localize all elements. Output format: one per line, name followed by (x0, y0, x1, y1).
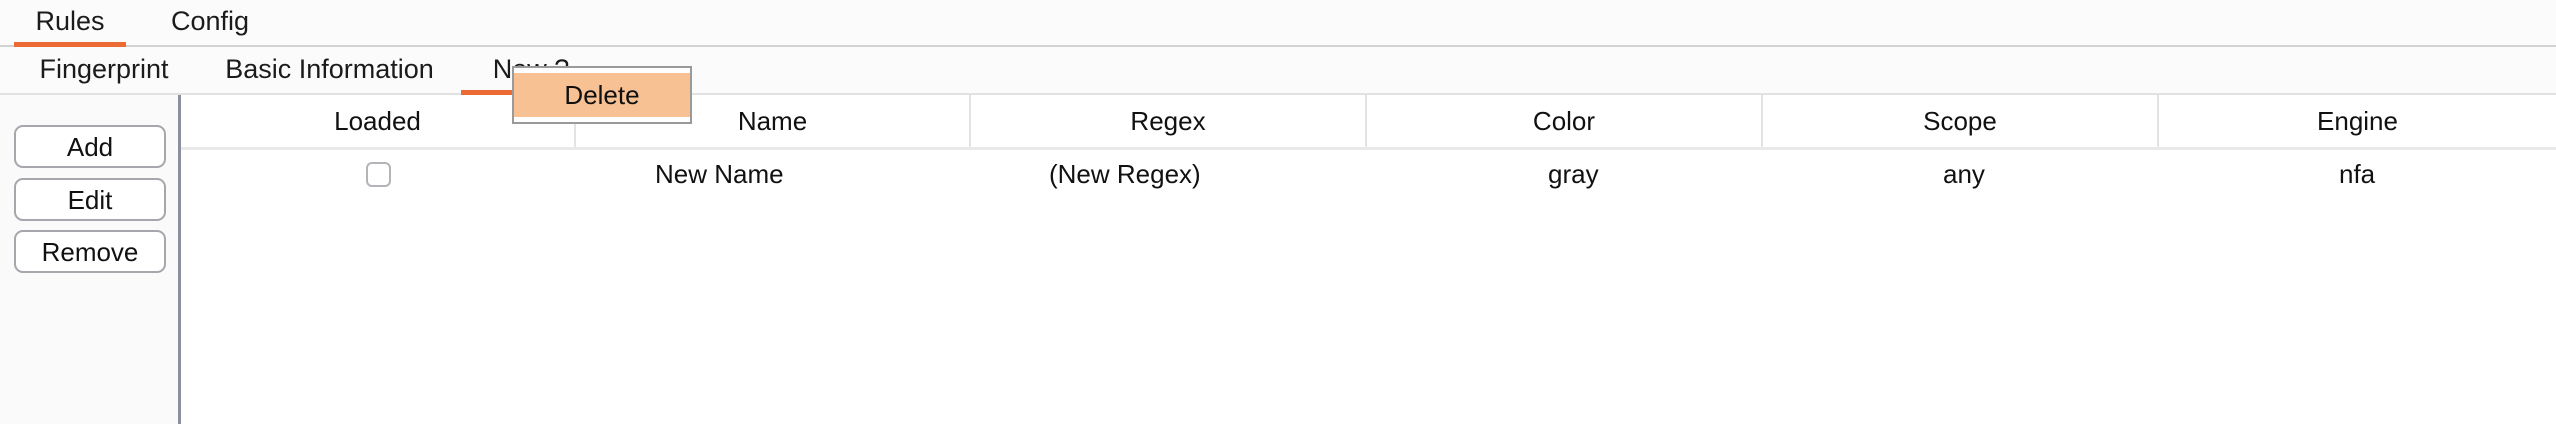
column-header-name[interactable]: Name (576, 95, 971, 147)
edit-button[interactable]: Edit (14, 178, 166, 221)
cell-scope: any (1943, 159, 1985, 189)
cell-engine: nfa (2339, 159, 2376, 189)
remove-button[interactable]: Remove (14, 230, 166, 273)
column-header-color[interactable]: Color (1367, 95, 1763, 147)
cell-loaded (181, 150, 576, 198)
tab-rules[interactable]: Rules (14, 0, 126, 47)
context-menu-item-delete[interactable]: Delete (514, 73, 690, 117)
cell-regex: (New Regex) (1049, 159, 1201, 189)
cell-name: New Name (655, 159, 784, 189)
tab-config[interactable]: Config (170, 6, 250, 36)
add-button[interactable]: Add (14, 125, 166, 168)
rules-table: Loaded Name Regex Color Scope Engine New… (178, 95, 2556, 424)
column-header-scope[interactable]: Scope (1763, 95, 2159, 147)
context-menu: Delete (512, 66, 692, 124)
loaded-checkbox[interactable] (366, 161, 391, 187)
top-tab-bar: Rules Config (0, 0, 2556, 47)
column-header-engine[interactable]: Engine (2317, 106, 2398, 136)
table-row[interactable]: New Name (New Regex) gray any nfa (181, 150, 2556, 198)
tab-fingerprint[interactable]: Fingerprint (39, 54, 169, 84)
cell-color: gray (1548, 159, 1599, 189)
sub-tab-bar: Fingerprint Basic Information New ? (0, 47, 2556, 95)
table-body: New Name (New Regex) gray any nfa (181, 150, 2556, 424)
rule-actions-panel: Add Edit Remove (0, 95, 178, 424)
column-header-loaded[interactable]: Loaded (181, 95, 576, 147)
column-header-regex[interactable]: Regex (971, 95, 1367, 147)
tab-basic-information[interactable]: Basic Information (225, 54, 434, 84)
